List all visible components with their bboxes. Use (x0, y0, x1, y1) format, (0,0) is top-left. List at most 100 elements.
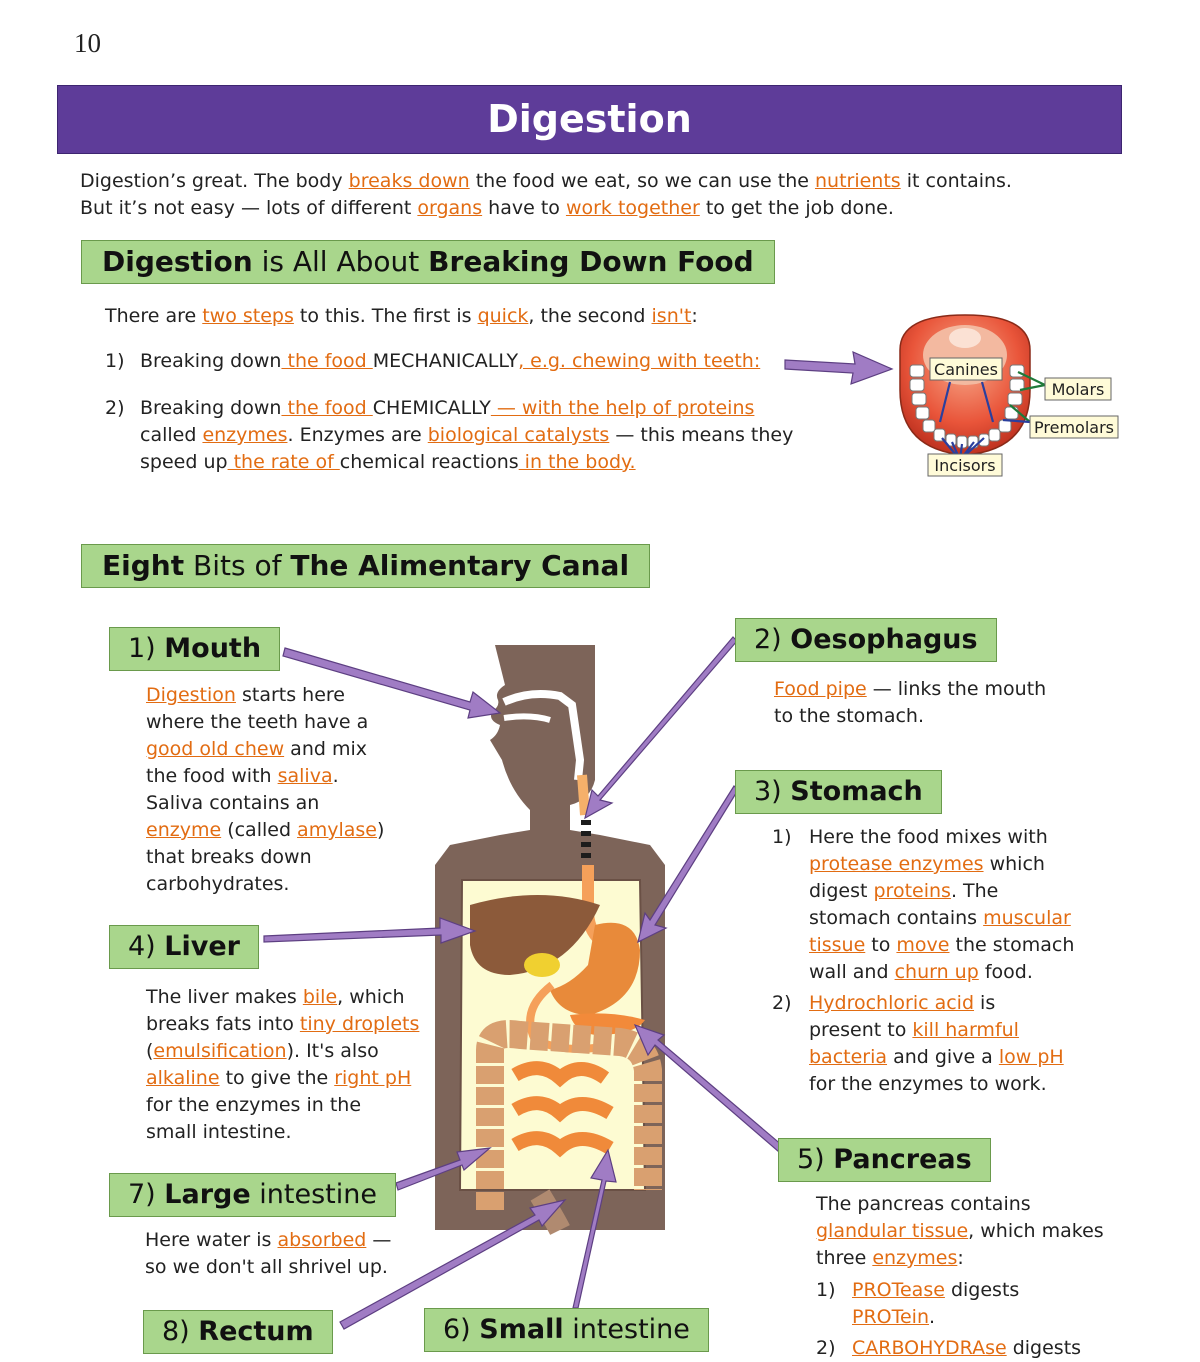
text-run: it contains. (900, 170, 1012, 192)
text-line: tissue to move the stomach (809, 932, 1112, 959)
keyword-term: amylase (297, 819, 377, 841)
text-run: food. (978, 961, 1033, 983)
text-run: digest (809, 880, 874, 902)
text-run: so we don't all shrivel up. (145, 1256, 388, 1278)
text-line: Hydrochloric acid is (809, 990, 1112, 1017)
keyword-term: the food (281, 397, 373, 419)
text-line: protease enzymes which (809, 851, 1112, 878)
text-line: carbohydrates. (146, 871, 384, 898)
text-run: stomach contains (809, 907, 984, 929)
step-2-number: 2) (105, 397, 125, 419)
keyword-term: low pH (998, 1046, 1064, 1068)
text-run: — links the mouth (866, 678, 1047, 700)
text-line: Food pipe — links the mouth (774, 676, 1046, 703)
pancreas-item-1-number: 1) (816, 1279, 836, 1301)
keyword-term: kill harmful (912, 1019, 1019, 1041)
keyword-term: , e.g. chewing with teeth: (518, 350, 761, 372)
text-run: : (957, 1247, 964, 1269)
keyword-term: absorbed (277, 1229, 367, 1251)
text-line: PROTein. (852, 1304, 1156, 1331)
keyword-term: in the body. (518, 451, 636, 473)
text-run: ( (146, 1040, 154, 1062)
keyword-term: Digestion (146, 684, 236, 706)
text-run: — (366, 1229, 392, 1251)
label-small-intestine: 6) Small intestine (424, 1308, 709, 1352)
label-stomach: 3) Stomach (735, 770, 942, 814)
text-line: Saliva contains an (146, 790, 384, 817)
section-heading-alimentary-canal: Eight Bits of The Alimentary Canal (81, 544, 651, 588)
step-2-line-1: Breaking down the food CHEMICALLY — with… (140, 395, 845, 422)
keyword-term: enzyme (146, 819, 222, 841)
text-run: starts here (235, 684, 345, 706)
keyword-term: saliva (277, 765, 333, 787)
keyword-term: two steps (202, 305, 294, 327)
text-run: Digestion’s great. The body (80, 170, 349, 192)
canines-label: Canines (934, 360, 998, 379)
keyword-term: CARBOHYDRAse (852, 1337, 1007, 1359)
text-run: have to (482, 197, 566, 219)
keyword-term: move (896, 934, 950, 956)
incisors-label-box (927, 453, 1003, 477)
keyword-term: Food pipe (774, 678, 867, 700)
text-line: to the stomach. (774, 703, 1046, 730)
stomach-item-2-number: 2) (772, 992, 792, 1014)
keyword-term: proteins (873, 880, 951, 902)
teeth-row (909, 364, 1025, 449)
keyword-term: protease enzymes (809, 853, 984, 875)
text-line: glandular tissue, which makes (816, 1218, 1104, 1245)
text-line: Here water is absorbed — (145, 1227, 391, 1254)
label-pancreas: 5) Pancreas (778, 1138, 991, 1182)
text-run: for the enzymes in the (146, 1094, 362, 1116)
text-run: digests (1006, 1337, 1082, 1359)
text-run: , which (337, 986, 405, 1008)
keyword-term: good old chew (146, 738, 285, 760)
text-line: where the teeth have a (146, 709, 384, 736)
text-line: The pancreas contains (816, 1191, 1104, 1218)
keyword-term: emulsification (153, 1040, 287, 1062)
text-run: : (691, 305, 698, 327)
text-line: Here the food mixes with (809, 824, 1112, 851)
text-run: Breaking down (140, 397, 282, 419)
label-mouth: 1) Mouth (109, 627, 281, 671)
rectum-shape (530, 1189, 570, 1236)
keyword-term: breaks down (348, 170, 470, 192)
text-run: Breaking down (140, 350, 282, 372)
keyword-term: bile (302, 986, 338, 1008)
keyword-term: PROTein (852, 1306, 930, 1328)
text-run: to (865, 934, 897, 956)
step-2-line-2: called enzymes. Enzymes are biological c… (140, 422, 845, 449)
text-line: digest proteins. The (809, 878, 1112, 905)
text-run: — this means they (609, 424, 794, 446)
pancreas-item-2: 2) CARBOHYDRAse digests (816, 1335, 1156, 1362)
text-line: the food with saliva. (146, 763, 384, 790)
text-line: present to kill harmful (809, 1017, 1112, 1044)
arrow-to-teeth-icon (784, 351, 894, 385)
keyword-term: tissue (809, 934, 866, 956)
text-line: good old chew and mix (146, 736, 384, 763)
arrow-pancreas-icon (633, 1023, 791, 1159)
text-line: that breaks down (146, 844, 384, 871)
text-run: chemical reactions (339, 451, 519, 473)
digestive-system-diagram (435, 645, 665, 1236)
steps-lead: There are two steps to this. The first i… (105, 303, 698, 330)
incisors-label: Incisors (934, 456, 995, 475)
label-oesophagus: 2) Oesophagus (735, 618, 997, 662)
text-line: small intestine. (146, 1119, 419, 1146)
text-line: for the enzymes to work. (809, 1071, 1112, 1098)
intro-paragraph: Digestion’s great. The body breaks down … (80, 168, 1140, 222)
label-liver: 4) Liver (109, 925, 259, 969)
arrow-small-intestine-icon (572, 1148, 617, 1309)
text-line: Digestion starts here (146, 682, 384, 709)
keyword-term: tiny droplets (299, 1013, 420, 1035)
molars-label: Molars (1052, 380, 1105, 399)
text-line: CARBOHYDRAse digests (852, 1335, 1156, 1362)
text-run: , the second (528, 305, 652, 327)
keyword-term: — with the help of proteins (490, 397, 755, 419)
step-1: 1) Breaking down the food MECHANICALLY, … (105, 348, 825, 375)
liver-shape (470, 895, 600, 975)
text-run: (called (221, 819, 298, 841)
arrow-large-intestine-icon (395, 1147, 492, 1191)
keyword-term: bacteria (809, 1046, 888, 1068)
